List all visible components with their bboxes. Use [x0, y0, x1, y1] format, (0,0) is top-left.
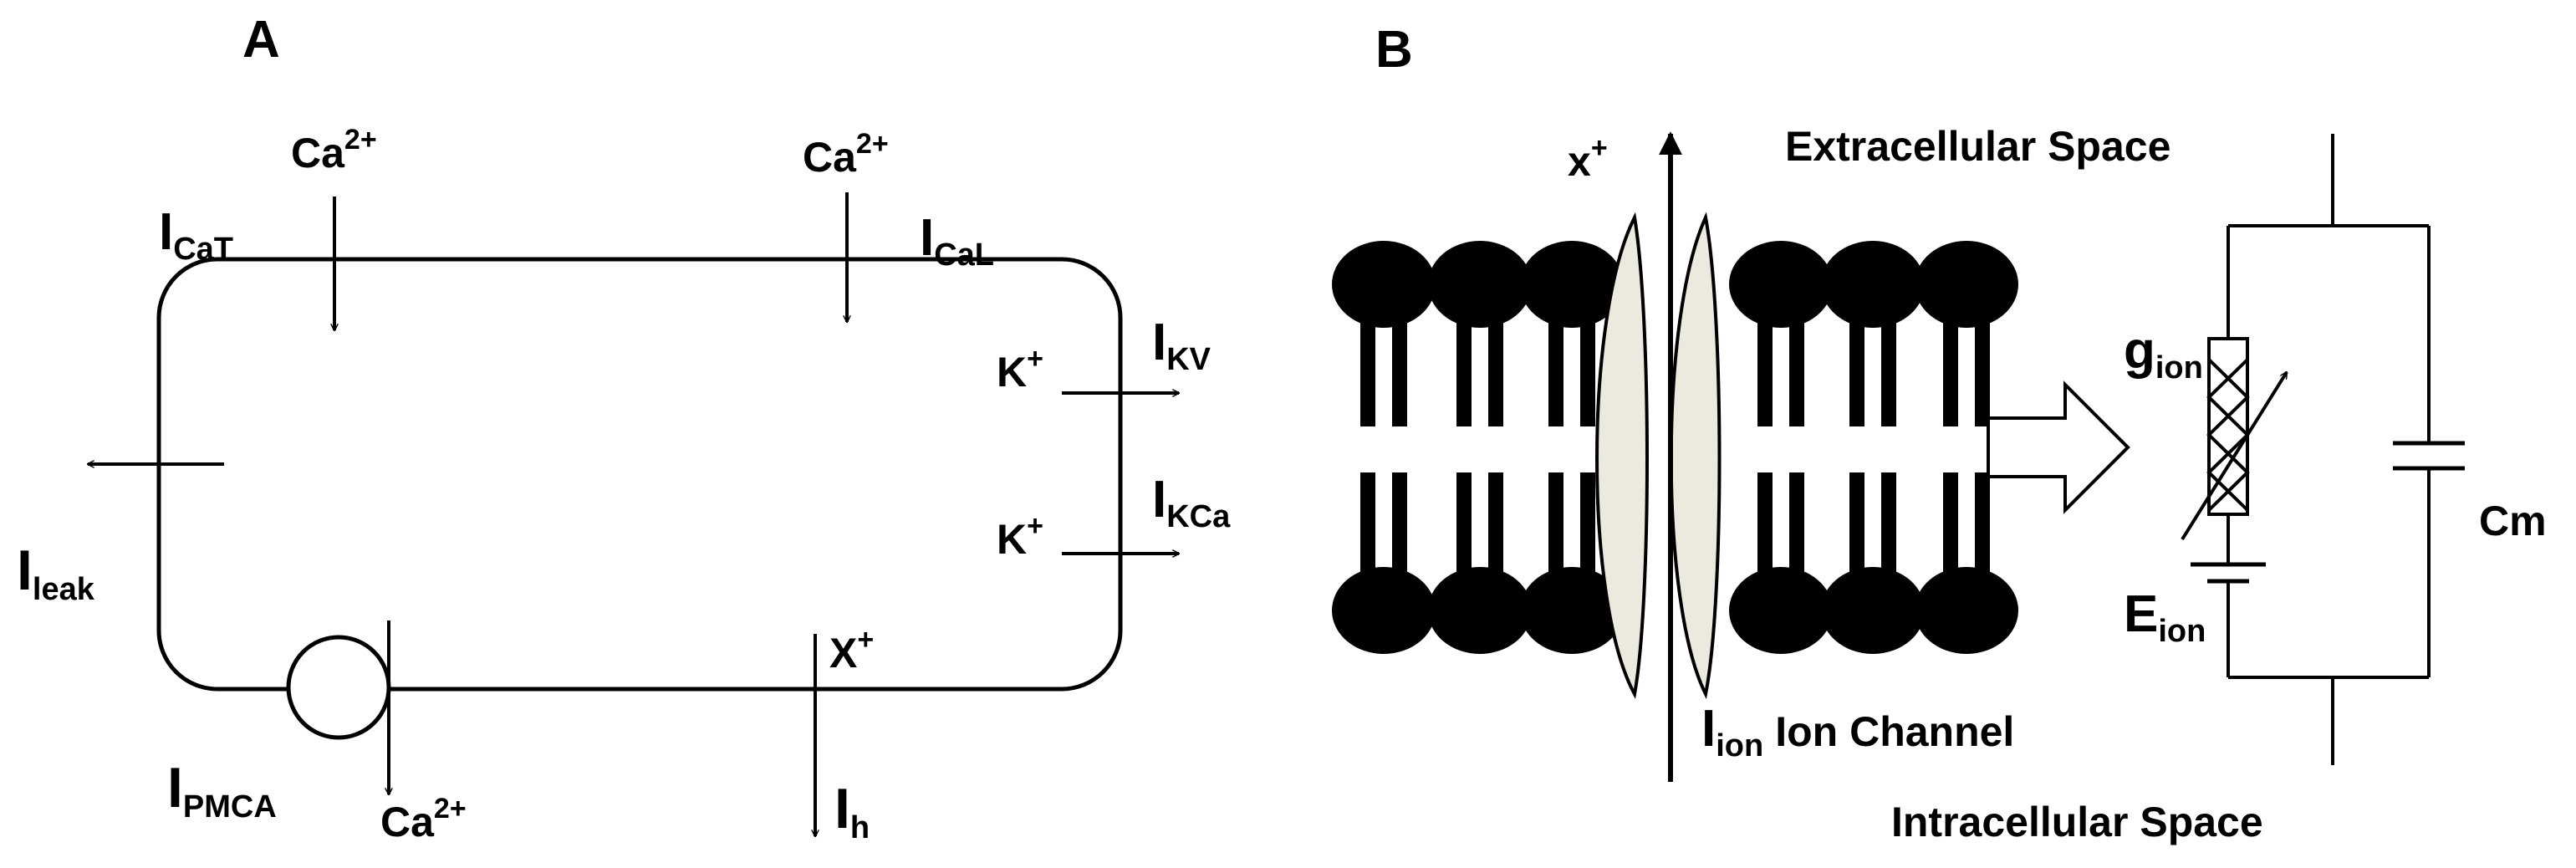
ca-ion-label-left: Ca2+ [291, 124, 377, 176]
lipid-tail [1975, 472, 1990, 590]
lipid-tail [1757, 309, 1773, 426]
lipid-tail [1975, 309, 1990, 426]
lipid-tail [1789, 309, 1804, 426]
lipid-tail [1488, 309, 1503, 426]
ca-ion-label-right: Ca2+ [803, 128, 889, 181]
x-ion-label-b: x+ [1568, 132, 1608, 185]
phospholipid-head [1428, 567, 1532, 654]
pmca-pump [286, 635, 391, 740]
ikv-label: IKV [1152, 314, 1211, 377]
lipid-tail [1392, 309, 1407, 426]
lipid-tail [1488, 472, 1503, 590]
lipid-tail [1456, 309, 1472, 426]
lipid-tail [1789, 472, 1804, 590]
ipmca-label: IPMCA [167, 756, 277, 825]
ih-label: Ih [834, 777, 870, 845]
equivalence-arrow [1987, 380, 2130, 514]
panel-b-letter: B [1375, 21, 1413, 79]
panel-a-letter: A [242, 11, 280, 69]
lipid-tail [1943, 309, 1958, 426]
phospholipid-head [1915, 567, 2018, 654]
phospholipid-head [1729, 241, 1833, 328]
phospholipid-head [1332, 567, 1436, 654]
lipid-tail [1881, 309, 1896, 426]
k-ion-label-kv: K+ [997, 343, 1043, 396]
phospholipid-head [1729, 567, 1833, 654]
extracellular-space-label: Extracellular Space [1785, 123, 2170, 170]
lipid-tail [1849, 309, 1864, 426]
lipid-tail [1580, 472, 1595, 590]
lipid-tail [1456, 472, 1472, 590]
panel-b: B [1332, 21, 2547, 845]
cell-membrane [156, 257, 1123, 692]
capacitance-label: Cm [2479, 498, 2547, 544]
e-ion-label: Eion [2124, 585, 2206, 649]
ileak-label: Ileak [17, 539, 95, 607]
x-ion-label-a: X+ [829, 624, 874, 677]
phospholipid-head [1520, 567, 1624, 654]
k-ion-label-kca: K+ [997, 510, 1043, 563]
phospholipid-head [1332, 241, 1436, 328]
lipid-tail [1881, 472, 1896, 590]
lipid-tail [1360, 309, 1375, 426]
lipid-tail [1548, 309, 1563, 426]
lipid-tail [1580, 309, 1595, 426]
intracellular-space-label: Intracellular Space [1891, 799, 2263, 845]
phospholipid-head [1520, 241, 1624, 328]
phospholipid-head [1821, 567, 1925, 654]
phospholipid-head [1428, 241, 1532, 328]
lipid-tail [1849, 472, 1864, 590]
lipid-tail [1392, 472, 1407, 590]
phospholipid-head [1821, 241, 1925, 328]
phospholipid-head [1915, 241, 2018, 328]
equivalent-circuit [2181, 134, 2465, 765]
lipid-tail [1548, 472, 1563, 590]
resistor-zigzag [2206, 358, 2250, 512]
panel-a: A Ca2+ ICaT Ca2+ ICaL K+ IKV K+ IKCa Ile… [17, 11, 1231, 845]
ca-ion-label-pmca: Ca2+ [380, 793, 467, 845]
lipid-tail [1757, 472, 1773, 590]
ica-t-label: ICaT [159, 203, 233, 267]
lipid-bilayer-left [1332, 241, 1624, 654]
lipid-tail [1943, 472, 1958, 590]
variable-conductance-arrow [2181, 372, 2288, 541]
ikca-label: IKCa [1152, 471, 1231, 534]
ion-channel-left-half [1595, 212, 1649, 699]
lipid-bilayer-right [1729, 241, 2018, 654]
ica-l-label: ICaL [920, 209, 994, 273]
lipid-tail [1360, 472, 1375, 590]
ion-channel-right-half [1669, 212, 1722, 700]
g-ion-label: gion [2124, 322, 2203, 385]
